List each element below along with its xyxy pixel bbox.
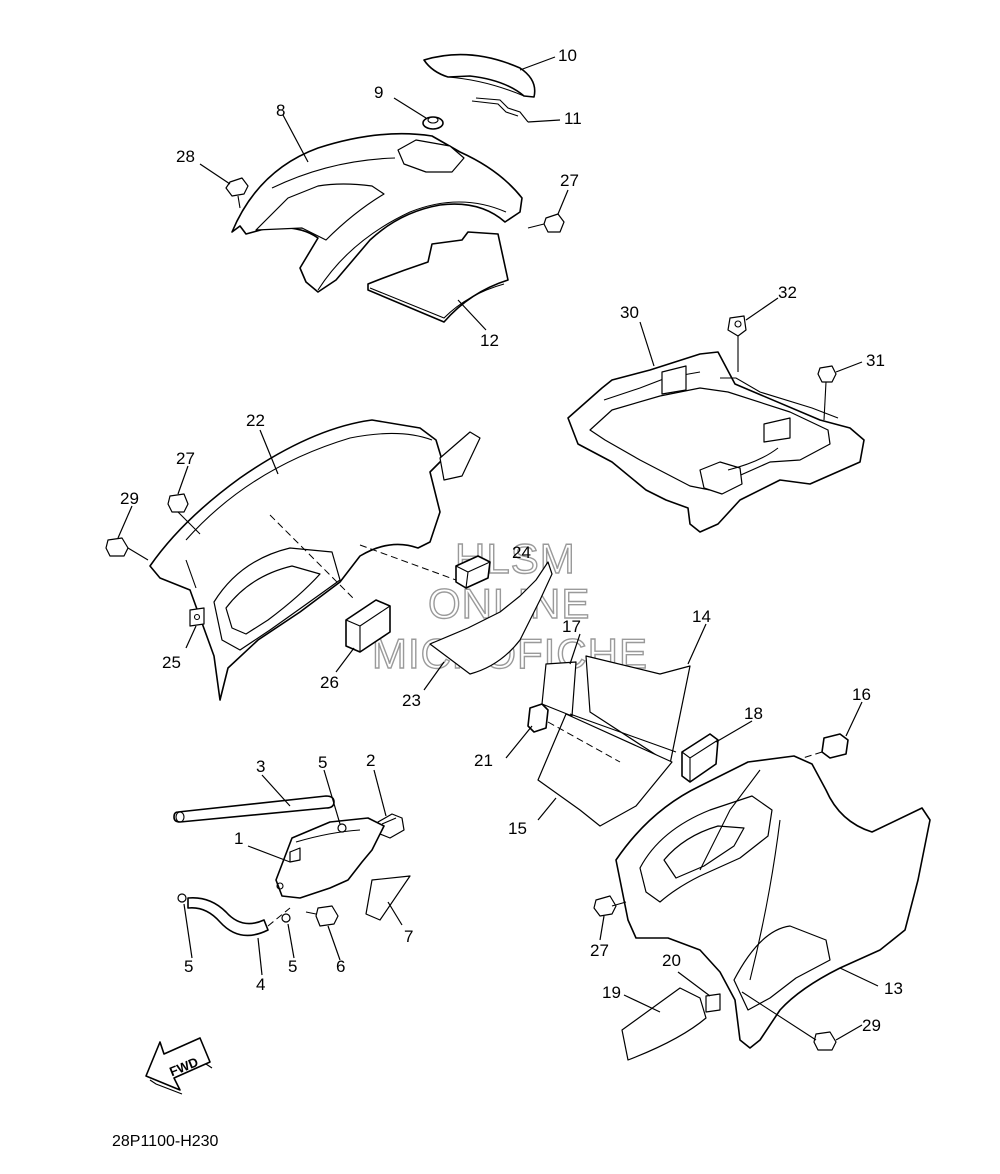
callout-31: 31 bbox=[866, 351, 885, 370]
guide-line-26 bbox=[269, 514, 356, 601]
callout-28: 28 bbox=[176, 147, 195, 166]
fwd-arrow: FWD bbox=[145, 1037, 213, 1095]
part-20-clip bbox=[705, 993, 721, 1013]
part-27-screw-top bbox=[527, 213, 565, 233]
part-5-clamp-b bbox=[177, 893, 187, 903]
leader-lines bbox=[117, 56, 879, 1041]
callout-20: 20 bbox=[662, 951, 681, 970]
part-17-pad bbox=[541, 661, 577, 717]
callout-23: 23 bbox=[402, 691, 421, 710]
callout-27-top: 27 bbox=[560, 171, 579, 190]
callout-19: 19 bbox=[602, 983, 621, 1002]
part-21-damper bbox=[527, 703, 549, 733]
part-15-pad bbox=[537, 713, 673, 827]
part-14-pad bbox=[585, 655, 691, 765]
callout-8: 8 bbox=[276, 101, 285, 120]
callout-24: 24 bbox=[512, 543, 531, 562]
callout-32: 32 bbox=[778, 283, 797, 302]
callout-14: 14 bbox=[692, 607, 711, 626]
callout-5-mid: 5 bbox=[288, 957, 297, 976]
part-31-bolt bbox=[817, 365, 837, 421]
callout-30: 30 bbox=[620, 303, 639, 322]
part-32-clip bbox=[727, 315, 747, 372]
part-13-side-cover-right bbox=[615, 755, 931, 1049]
callout-9: 9 bbox=[374, 83, 383, 102]
callout-5-left: 5 bbox=[184, 957, 193, 976]
callout-17: 17 bbox=[562, 617, 581, 636]
callout-labels: 10 11 9 8 28 27 12 30 32 31 22 27 29 24 … bbox=[120, 46, 903, 1035]
callout-3: 3 bbox=[256, 757, 265, 776]
part-24-damper bbox=[455, 555, 491, 589]
part-5-clamp-a bbox=[337, 823, 347, 833]
part-4-hose bbox=[187, 896, 291, 937]
part-19-pad bbox=[621, 987, 707, 1061]
callout-26: 26 bbox=[320, 673, 339, 692]
callout-11: 11 bbox=[564, 109, 582, 128]
part-27-screw-right bbox=[593, 895, 627, 917]
callout-15: 15 bbox=[508, 819, 527, 838]
callout-18: 18 bbox=[744, 704, 763, 723]
part-25-clip bbox=[189, 607, 205, 627]
part-11-wire bbox=[471, 97, 529, 123]
callout-6: 6 bbox=[336, 957, 345, 976]
part-10-cover-lid bbox=[423, 53, 536, 98]
callout-27-left: 27 bbox=[176, 449, 195, 468]
callout-7: 7 bbox=[404, 927, 413, 946]
part-16-damper bbox=[821, 733, 849, 759]
part-30-bracket-tray bbox=[567, 351, 865, 533]
part-26-damper bbox=[345, 599, 391, 653]
part-29-bolt-right bbox=[741, 991, 837, 1051]
callout-16: 16 bbox=[852, 685, 871, 704]
part-6-bolt bbox=[305, 905, 339, 927]
callout-12: 12 bbox=[480, 331, 499, 350]
part-23-pad bbox=[429, 561, 553, 675]
callout-5-top: 5 bbox=[318, 753, 327, 772]
part-29-bolt-left bbox=[105, 537, 149, 561]
part-7-pad bbox=[365, 875, 411, 921]
part-8-rear-fender bbox=[231, 132, 523, 293]
part-18-damper bbox=[681, 733, 719, 783]
callout-29-right: 29 bbox=[862, 1016, 881, 1035]
part-22-side-cover-left bbox=[149, 419, 481, 701]
callout-29-left: 29 bbox=[120, 489, 139, 508]
part-1-reservoir-tank bbox=[275, 817, 385, 899]
callout-27-right: 27 bbox=[590, 941, 609, 960]
callout-1: 1 bbox=[234, 829, 243, 848]
part-9-grommet bbox=[422, 116, 444, 130]
part-5-clamp-c bbox=[281, 913, 291, 923]
callout-22: 22 bbox=[246, 411, 265, 430]
callout-21: 21 bbox=[474, 751, 493, 770]
callout-2: 2 bbox=[366, 751, 375, 770]
guide-line-24 bbox=[359, 544, 457, 581]
callout-25: 25 bbox=[162, 653, 181, 672]
callout-4: 4 bbox=[256, 975, 265, 994]
diagram-code: 28P1100-H230 bbox=[112, 1133, 219, 1150]
part-27-screw-left bbox=[167, 493, 201, 535]
part-12-pad bbox=[367, 231, 509, 323]
callout-10: 10 bbox=[558, 46, 577, 65]
part-28-bolt bbox=[225, 177, 249, 209]
pad-crease-line bbox=[569, 713, 677, 753]
part-3-rod bbox=[173, 795, 335, 823]
guide-line-21 bbox=[547, 721, 621, 763]
callout-13: 13 bbox=[884, 979, 903, 998]
